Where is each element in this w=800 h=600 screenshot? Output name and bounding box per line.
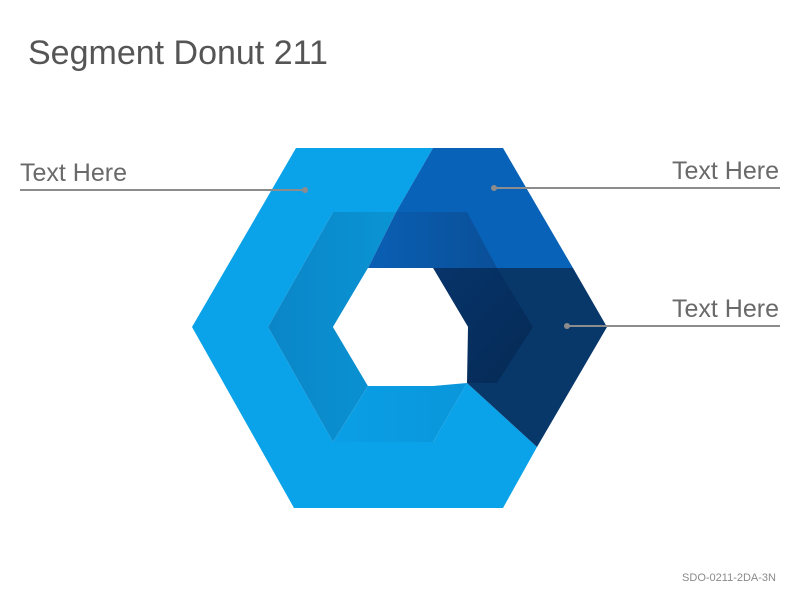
callout-label-right-mid: Text Here [672, 295, 779, 323]
leader-line-left [20, 187, 308, 193]
donut-fold-left [268, 212, 396, 442]
slide-title: Segment Donut 211 [28, 34, 328, 72]
donut-fold-top [368, 212, 497, 268]
callout-label-left: Text Here [20, 159, 127, 187]
donut-fold-bottom [333, 383, 467, 442]
leader-line-right-top [491, 185, 780, 191]
donut-fold-right [433, 268, 533, 383]
donut-segment-light [192, 148, 537, 508]
leader-line-right-mid [564, 323, 780, 329]
slide-code: SDO-0211-2DA-3N [682, 572, 776, 584]
donut-hole [333, 268, 468, 386]
callout-label-right-top: Text Here [672, 157, 779, 185]
donut-segment-dark [433, 268, 607, 447]
